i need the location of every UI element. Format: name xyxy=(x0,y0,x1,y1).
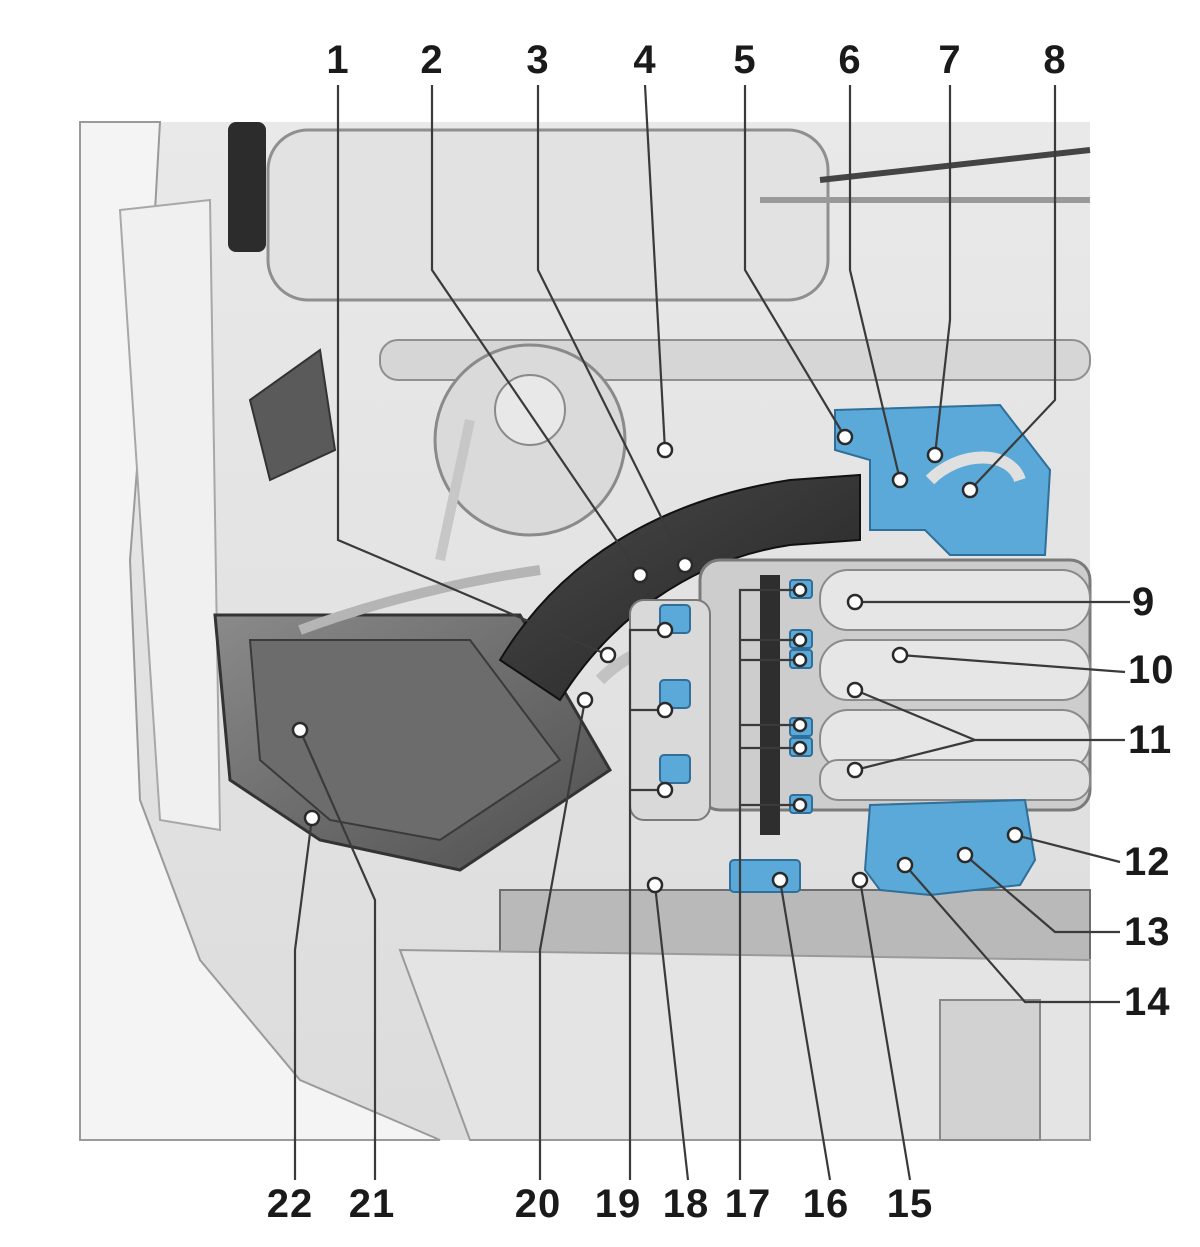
callout-20: 20 xyxy=(514,1182,562,1226)
callout-2: 2 xyxy=(420,38,444,82)
top-reservoir xyxy=(266,128,830,302)
callout-13: 13 xyxy=(1124,910,1171,954)
callout-10: 10 xyxy=(1128,648,1175,692)
callout-17: 17 xyxy=(724,1182,772,1226)
intake-hose xyxy=(498,473,861,702)
leader-lines xyxy=(293,84,1130,1181)
cowl-vent xyxy=(248,348,337,482)
callout-12: 12 xyxy=(1124,840,1171,884)
radiator-support xyxy=(499,889,1091,961)
callout-3: 3 xyxy=(526,38,550,82)
callout-6: 6 xyxy=(838,38,862,82)
callout-8: 8 xyxy=(1043,38,1067,82)
left-inner-panel xyxy=(118,198,222,832)
callout-4: 4 xyxy=(633,38,657,82)
callout-18: 18 xyxy=(662,1182,710,1226)
callout-1: 1 xyxy=(326,38,350,82)
blue-module-top xyxy=(834,403,1052,556)
callout-19: 19 xyxy=(594,1182,642,1226)
callout-9: 9 xyxy=(1132,580,1156,624)
callout-15: 15 xyxy=(886,1182,934,1226)
callout-dots xyxy=(291,428,1024,894)
blue-module-bottom xyxy=(863,798,1037,897)
callout-16: 16 xyxy=(802,1182,850,1226)
callout-7: 7 xyxy=(938,38,962,82)
callout-11: 11 xyxy=(1128,718,1173,762)
blue-coil-left-3 xyxy=(659,754,691,784)
callout-21: 21 xyxy=(348,1182,396,1226)
callout-14: 14 xyxy=(1124,980,1171,1024)
callout-5: 5 xyxy=(733,38,757,82)
blue-coil-left-2 xyxy=(659,679,691,709)
callout-22: 22 xyxy=(266,1182,314,1226)
